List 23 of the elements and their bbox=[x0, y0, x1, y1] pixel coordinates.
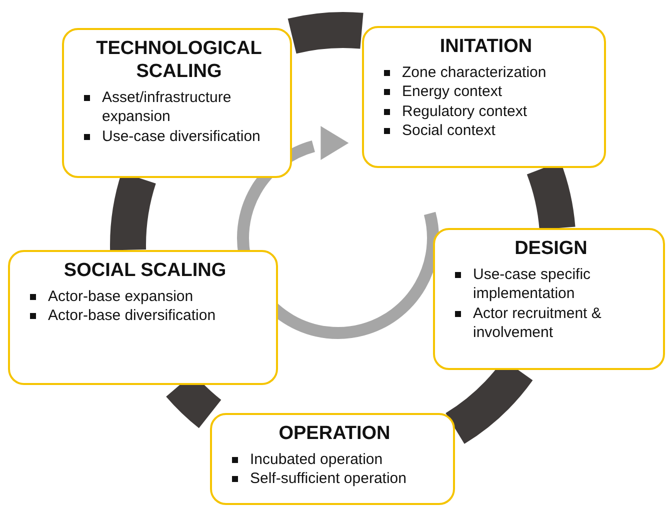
ring-segment bbox=[288, 12, 363, 54]
bullet-item: Use-case specific implementation bbox=[473, 264, 592, 304]
bullet-item: Actor-base diversification bbox=[48, 306, 216, 326]
bullet-item: Actor recruitment & involvement bbox=[473, 304, 602, 343]
stage-box bbox=[362, 26, 606, 168]
bullet-item: Self-sufficient operation bbox=[250, 469, 406, 489]
stage-heading: TECHNOLOGICAL SCALING bbox=[95, 38, 263, 84]
stage-box bbox=[62, 28, 292, 178]
bullet-item: Asset/infrastructure expansion bbox=[102, 88, 232, 127]
bullet-item: Incubated operation bbox=[250, 450, 383, 470]
stage-heading: INITATION bbox=[438, 36, 534, 59]
stage-box bbox=[8, 250, 278, 385]
bullet-item: Regulatory context bbox=[402, 102, 528, 122]
stage-box bbox=[433, 228, 665, 370]
stage-heading: OPERATION bbox=[278, 423, 392, 446]
bullet-item: Social context bbox=[402, 121, 496, 141]
stage-heading: DESIGN bbox=[514, 238, 588, 261]
bullet-item: Energy context bbox=[402, 82, 502, 102]
stage-heading: SOCIAL SCALING bbox=[62, 260, 228, 283]
bullet-item: Actor-base expansion bbox=[48, 286, 194, 306]
bullet-item: Zone characterization bbox=[402, 62, 546, 82]
bullet-item: Use-case diversification bbox=[102, 126, 260, 146]
stage-box bbox=[210, 413, 455, 505]
